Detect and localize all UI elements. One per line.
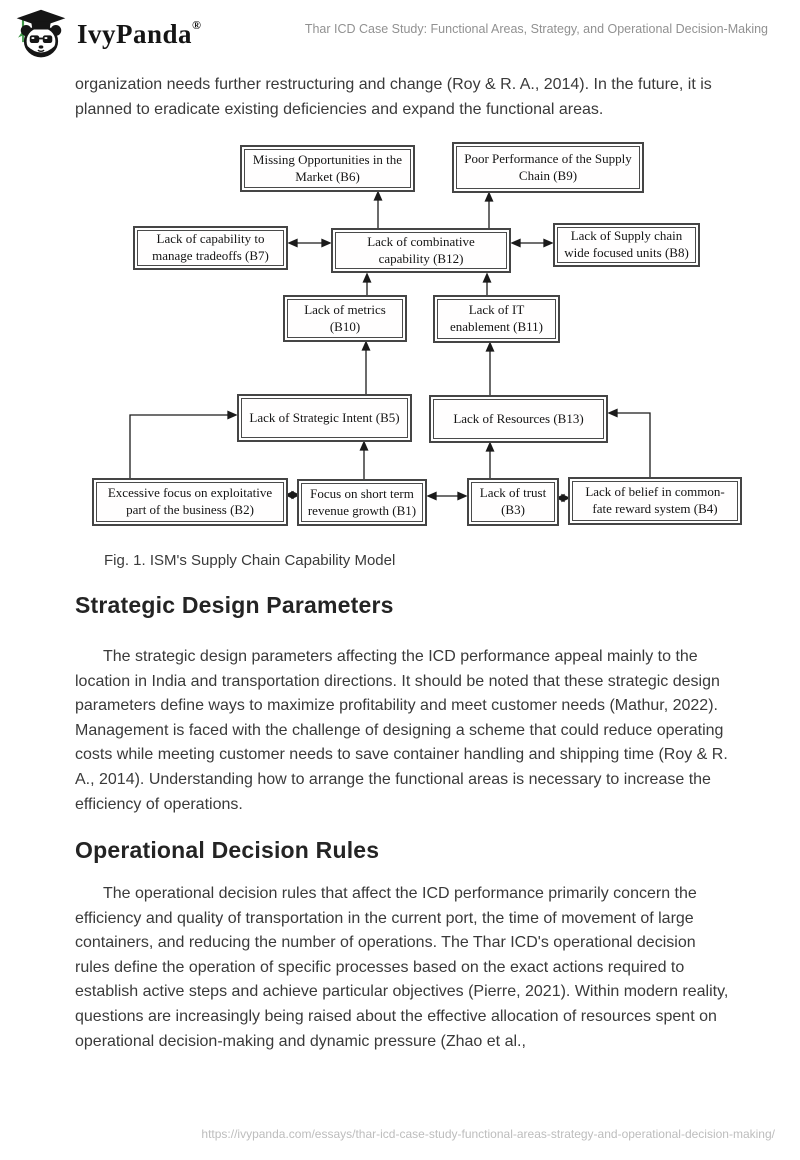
diagram-arrows bbox=[129, 190, 651, 503]
diagram-node-b12: Lack of combinative capability (B12) bbox=[331, 228, 511, 273]
page-header: IvyPanda® Thar ICD Case Study: Functiona… bbox=[0, 0, 800, 66]
section-heading-operational-decision-rules: Operational Decision Rules bbox=[75, 837, 380, 863]
diagram-node-b13: Lack of Resources (B13) bbox=[429, 395, 608, 443]
diagram-node-b9: Poor Performance of the Supply Chain (B9… bbox=[452, 142, 644, 193]
brand-name: IvyPanda® bbox=[77, 18, 202, 49]
running-head-title: Thar ICD Case Study: Functional Areas, S… bbox=[304, 22, 768, 36]
strategic-design-paragraph: The strategic design parameters affectin… bbox=[75, 648, 728, 813]
diagram-node-b6: Missing Opportunities in the Market (B6) bbox=[240, 145, 415, 192]
diagram-node-b1: Focus on short term revenue growth (B1) bbox=[297, 479, 427, 526]
section-heading-strategic-design-parameters: Strategic Design Parameters bbox=[75, 592, 394, 618]
diagram-node-b4: Lack of belief in common-fate reward sys… bbox=[568, 477, 742, 525]
diagram-node-b5: Lack of Strategic Intent (B5) bbox=[237, 394, 412, 442]
diagram-node-b7: Lack of capability to manage tradeoffs (… bbox=[133, 226, 288, 270]
registered-trademark: ® bbox=[192, 18, 202, 32]
ivypanda-logo: IvyPanda® bbox=[14, 7, 202, 61]
panda-logo-icon bbox=[16, 9, 66, 58]
figure-caption: Fig. 1. ISM's Supply Chain Capability Mo… bbox=[104, 552, 396, 569]
diagram-node-b11: Lack of IT enablement (B11) bbox=[433, 295, 560, 343]
diagram-node-b3: Lack of trust (B3) bbox=[467, 478, 559, 526]
diagram-node-b10: Lack of metrics (B10) bbox=[283, 295, 407, 342]
intro-paragraph: organization needs further restructuring… bbox=[75, 76, 712, 118]
diagram-node-b2: Excessive focus on exploitative part of … bbox=[92, 478, 288, 526]
operational-decision-paragraph: The operational decision rules that affe… bbox=[75, 885, 729, 1050]
diagram-node-b8: Lack of Supply chain wide focused units … bbox=[553, 223, 700, 267]
figure-ism-diagram: Missing Opportunities in the Market (B6)… bbox=[0, 135, 800, 535]
footer-source-url: https://ivypanda.com/essays/thar-icd-cas… bbox=[201, 1127, 775, 1141]
